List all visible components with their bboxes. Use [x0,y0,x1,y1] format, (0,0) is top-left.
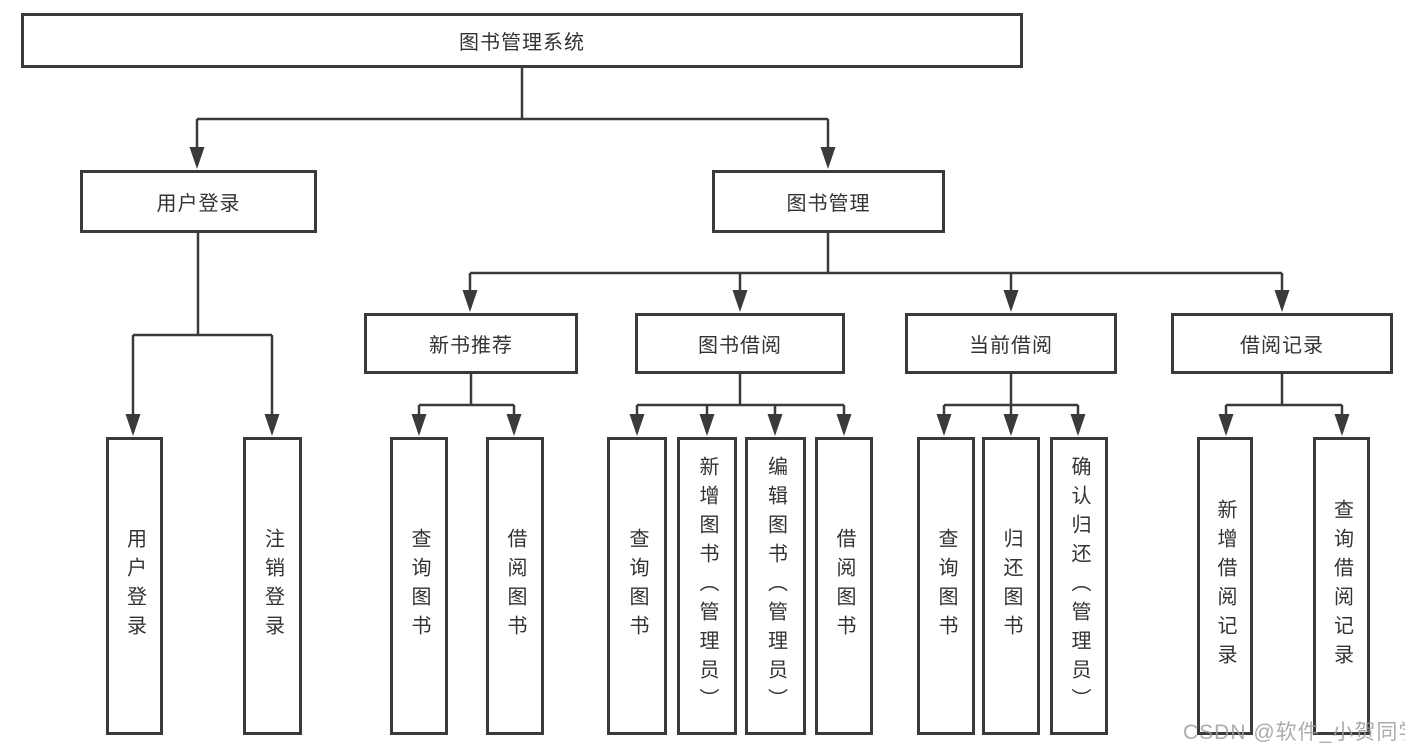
node-label: 用户登录 [156,193,241,215]
node-label: 借阅图书 [833,528,855,644]
leaf-cb-return-books: 归还图书 [982,437,1040,735]
node-label: 新书推荐 [429,335,513,357]
node-label: 当前借阅 [969,335,1053,357]
leaf-bb-add-books-admin: 新增图书（管理员） [677,437,737,735]
node-label: 归还图书 [1000,528,1022,644]
leaf-bb-query-books: 查询图书 [607,437,667,735]
leaf-cb-query-books: 查询图书 [917,437,975,735]
node-label: 注销登录 [261,528,284,644]
leaf-user-login: 用户登录 [106,437,163,735]
node-label: 查询图书 [935,528,957,644]
node-book-borrowing: 图书借阅 [635,313,845,374]
node-user-login: 用户登录 [80,170,317,233]
node-label: 新增图书（管理员） [696,455,718,717]
leaf-cb-confirm-return-admin: 确认归还（管理员） [1050,437,1108,735]
node-label: 查询图书 [626,528,648,644]
node-label: 新增借阅记录 [1214,499,1236,673]
node-book-management: 图书管理 [712,170,945,233]
arrowheads [125,147,1350,436]
node-label: 查询借阅记录 [1330,499,1353,673]
node-new-book-recommendation: 新书推荐 [364,313,578,374]
node-label: 借阅图书 [504,528,526,644]
node-label: 图书借阅 [698,335,782,357]
leaf-logout: 注销登录 [243,437,302,735]
leaf-nb-borrow-books: 借阅图书 [486,437,544,735]
leaf-br-query-record: 查询借阅记录 [1313,437,1370,735]
node-label: 借阅记录 [1240,335,1324,357]
node-label: 确认归还（管理员） [1068,455,1090,717]
node-label: 图书管理系统 [459,32,585,54]
leaf-bb-edit-books-admin: 编辑图书（管理员） [745,437,806,735]
node-label: 图书管理 [786,193,871,215]
node-label: 编辑图书（管理员） [764,455,787,717]
leaf-bb-borrow-books: 借阅图书 [815,437,873,735]
node-system-root: 图书管理系统 [21,13,1023,68]
node-current-borrowing: 当前借阅 [905,313,1117,374]
node-label: 查询图书 [408,528,430,644]
node-label: 用户登录 [123,528,146,644]
leaf-nb-query-books: 查询图书 [390,437,448,735]
node-borrowing-records: 借阅记录 [1171,313,1393,374]
leaf-br-add-record: 新增借阅记录 [1197,437,1253,735]
csdn-watermark: CSDN @软件_小贺同学 [1183,721,1405,744]
